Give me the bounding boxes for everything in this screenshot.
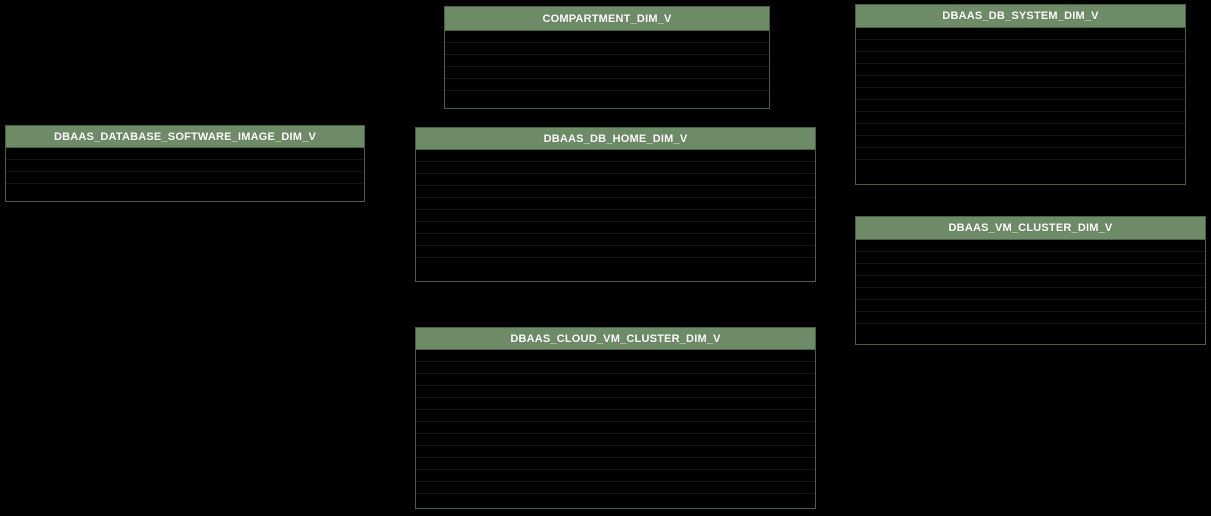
attribute-row — [445, 31, 769, 43]
entity-title-dbaas-db-system-dim-v: DBAAS_DB_SYSTEM_DIM_V — [856, 5, 1185, 28]
attribute-row — [6, 160, 364, 172]
attribute-row — [856, 288, 1205, 300]
entity-compartment-dim-v[interactable]: COMPARTMENT_DIM_V — [444, 6, 770, 109]
attribute-row — [416, 446, 815, 458]
attribute-row — [416, 422, 815, 434]
attribute-row — [416, 150, 815, 162]
attribute-row — [856, 136, 1185, 148]
attribute-row — [416, 222, 815, 234]
entity-body-dbaas-cloud-vm-cluster-dim-v — [416, 350, 815, 508]
entity-body-dbaas-database-software-image-dim-v — [6, 148, 364, 201]
attribute-row — [416, 434, 815, 446]
attribute-row — [416, 186, 815, 198]
attribute-row — [416, 210, 815, 222]
entity-body-compartment-dim-v — [445, 31, 769, 108]
entity-dbaas-cloud-vm-cluster-dim-v[interactable]: DBAAS_CLOUD_VM_CLUSTER_DIM_V — [415, 327, 816, 509]
attribute-row — [856, 40, 1185, 52]
attribute-row — [416, 362, 815, 374]
entity-dbaas-db-home-dim-v[interactable]: DBAAS_DB_HOME_DIM_V — [415, 127, 816, 282]
attribute-row — [416, 398, 815, 410]
attribute-row — [6, 148, 364, 160]
attribute-row — [416, 458, 815, 470]
attribute-row — [445, 55, 769, 67]
attribute-row — [856, 64, 1185, 76]
entity-body-dbaas-vm-cluster-dim-v — [856, 240, 1205, 344]
attribute-row — [856, 52, 1185, 64]
attribute-row — [416, 198, 815, 210]
attribute-row — [856, 264, 1205, 276]
attribute-row — [416, 350, 815, 362]
attribute-row — [445, 79, 769, 91]
entity-title-dbaas-db-home-dim-v: DBAAS_DB_HOME_DIM_V — [416, 128, 815, 150]
attribute-row — [856, 160, 1185, 172]
attribute-row — [416, 410, 815, 422]
attribute-row — [856, 324, 1205, 336]
attribute-row — [856, 76, 1185, 88]
attribute-row — [445, 43, 769, 55]
attribute-row — [416, 246, 815, 258]
attribute-row — [856, 124, 1185, 136]
attribute-row — [416, 162, 815, 174]
attribute-row — [6, 172, 364, 184]
attribute-row — [856, 312, 1205, 324]
entity-dbaas-database-software-image-dim-v[interactable]: DBAAS_DATABASE_SOFTWARE_IMAGE_DIM_V — [5, 125, 365, 202]
attribute-row — [6, 184, 364, 196]
attribute-row — [856, 300, 1205, 312]
entity-body-dbaas-db-system-dim-v — [856, 28, 1185, 184]
attribute-row — [416, 386, 815, 398]
entity-dbaas-db-system-dim-v[interactable]: DBAAS_DB_SYSTEM_DIM_V — [855, 4, 1186, 185]
attribute-row — [856, 28, 1185, 40]
attribute-row — [856, 112, 1185, 124]
attribute-row — [856, 240, 1205, 252]
attribute-row — [856, 276, 1205, 288]
attribute-row — [416, 174, 815, 186]
attribute-row — [445, 67, 769, 79]
attribute-row — [856, 88, 1185, 100]
attribute-row — [856, 252, 1205, 264]
entity-title-dbaas-cloud-vm-cluster-dim-v: DBAAS_CLOUD_VM_CLUSTER_DIM_V — [416, 328, 815, 350]
attribute-row — [416, 494, 815, 506]
attribute-row — [445, 91, 769, 103]
attribute-row — [416, 234, 815, 246]
entity-body-dbaas-db-home-dim-v — [416, 150, 815, 281]
attribute-row — [856, 100, 1185, 112]
attribute-row — [416, 258, 815, 270]
attribute-row — [416, 470, 815, 482]
entity-dbaas-vm-cluster-dim-v[interactable]: DBAAS_VM_CLUSTER_DIM_V — [855, 216, 1206, 345]
entity-title-dbaas-database-software-image-dim-v: DBAAS_DATABASE_SOFTWARE_IMAGE_DIM_V — [6, 126, 364, 148]
attribute-row — [416, 374, 815, 386]
attribute-row — [856, 148, 1185, 160]
attribute-row — [416, 482, 815, 494]
entity-title-compartment-dim-v: COMPARTMENT_DIM_V — [445, 7, 769, 31]
entity-title-dbaas-vm-cluster-dim-v: DBAAS_VM_CLUSTER_DIM_V — [856, 217, 1205, 240]
